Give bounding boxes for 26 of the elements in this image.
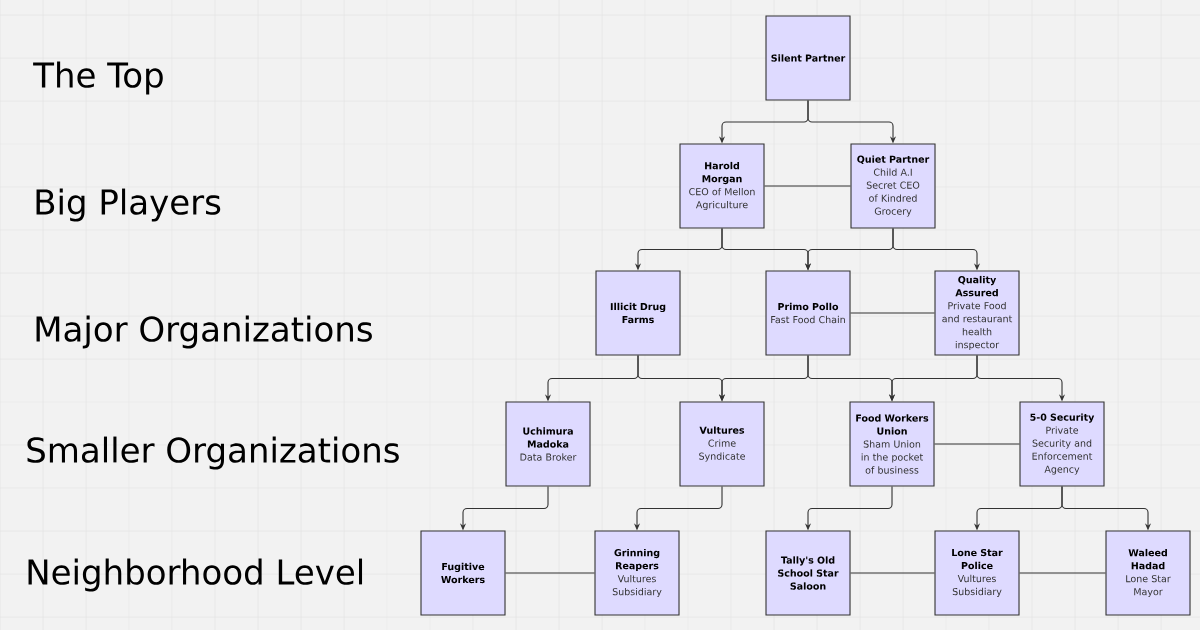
org-box: Quiet Partner Child A.I Secret CEO of Kindred Grocery xyxy=(850,143,936,229)
org-box: 5-0 Security Private Security and Enforcement Agency xyxy=(1019,401,1105,487)
org-box: Uchimura Madoka Data Broker xyxy=(505,401,591,487)
connector xyxy=(850,312,935,314)
row-heading: Neighborhood Level xyxy=(28,558,363,592)
org-box: Tally's Old School Star Saloon xyxy=(765,530,851,616)
org-box: Grinning Reapers Vultures Subsidiary xyxy=(594,530,680,616)
org-box: Silent Partner xyxy=(765,15,851,101)
connector xyxy=(934,443,1020,445)
row-heading: Big Players xyxy=(36,188,221,222)
row-heading: Smaller Organizations xyxy=(27,436,399,470)
connector xyxy=(505,572,595,574)
org-box: Waleed Hadad Lone Star Mayor xyxy=(1105,530,1191,616)
org-box: Primo Pollo Fast Food Chain xyxy=(765,270,851,356)
connector xyxy=(764,185,851,187)
org-box: Harold Morgan CEO of Mellon Agriculture xyxy=(679,143,765,229)
row-heading: Major Organizations xyxy=(36,315,372,349)
org-box: Illicit Drug Farms xyxy=(595,270,681,356)
connector xyxy=(1019,572,1106,574)
connector xyxy=(850,572,935,574)
org-box: Fugitive Workers xyxy=(420,530,506,616)
org-box: Food Workers Union Sham Union in the pocket of business xyxy=(849,401,935,487)
org-box: Lone Star Police Vultures Subsidiary xyxy=(934,530,1020,616)
org-box: Vultures Crime Syndicate xyxy=(679,401,765,487)
row-heading: The Top xyxy=(33,61,163,95)
org-box: Quality Assured Private Food and restaurant health inspector xyxy=(934,270,1020,356)
